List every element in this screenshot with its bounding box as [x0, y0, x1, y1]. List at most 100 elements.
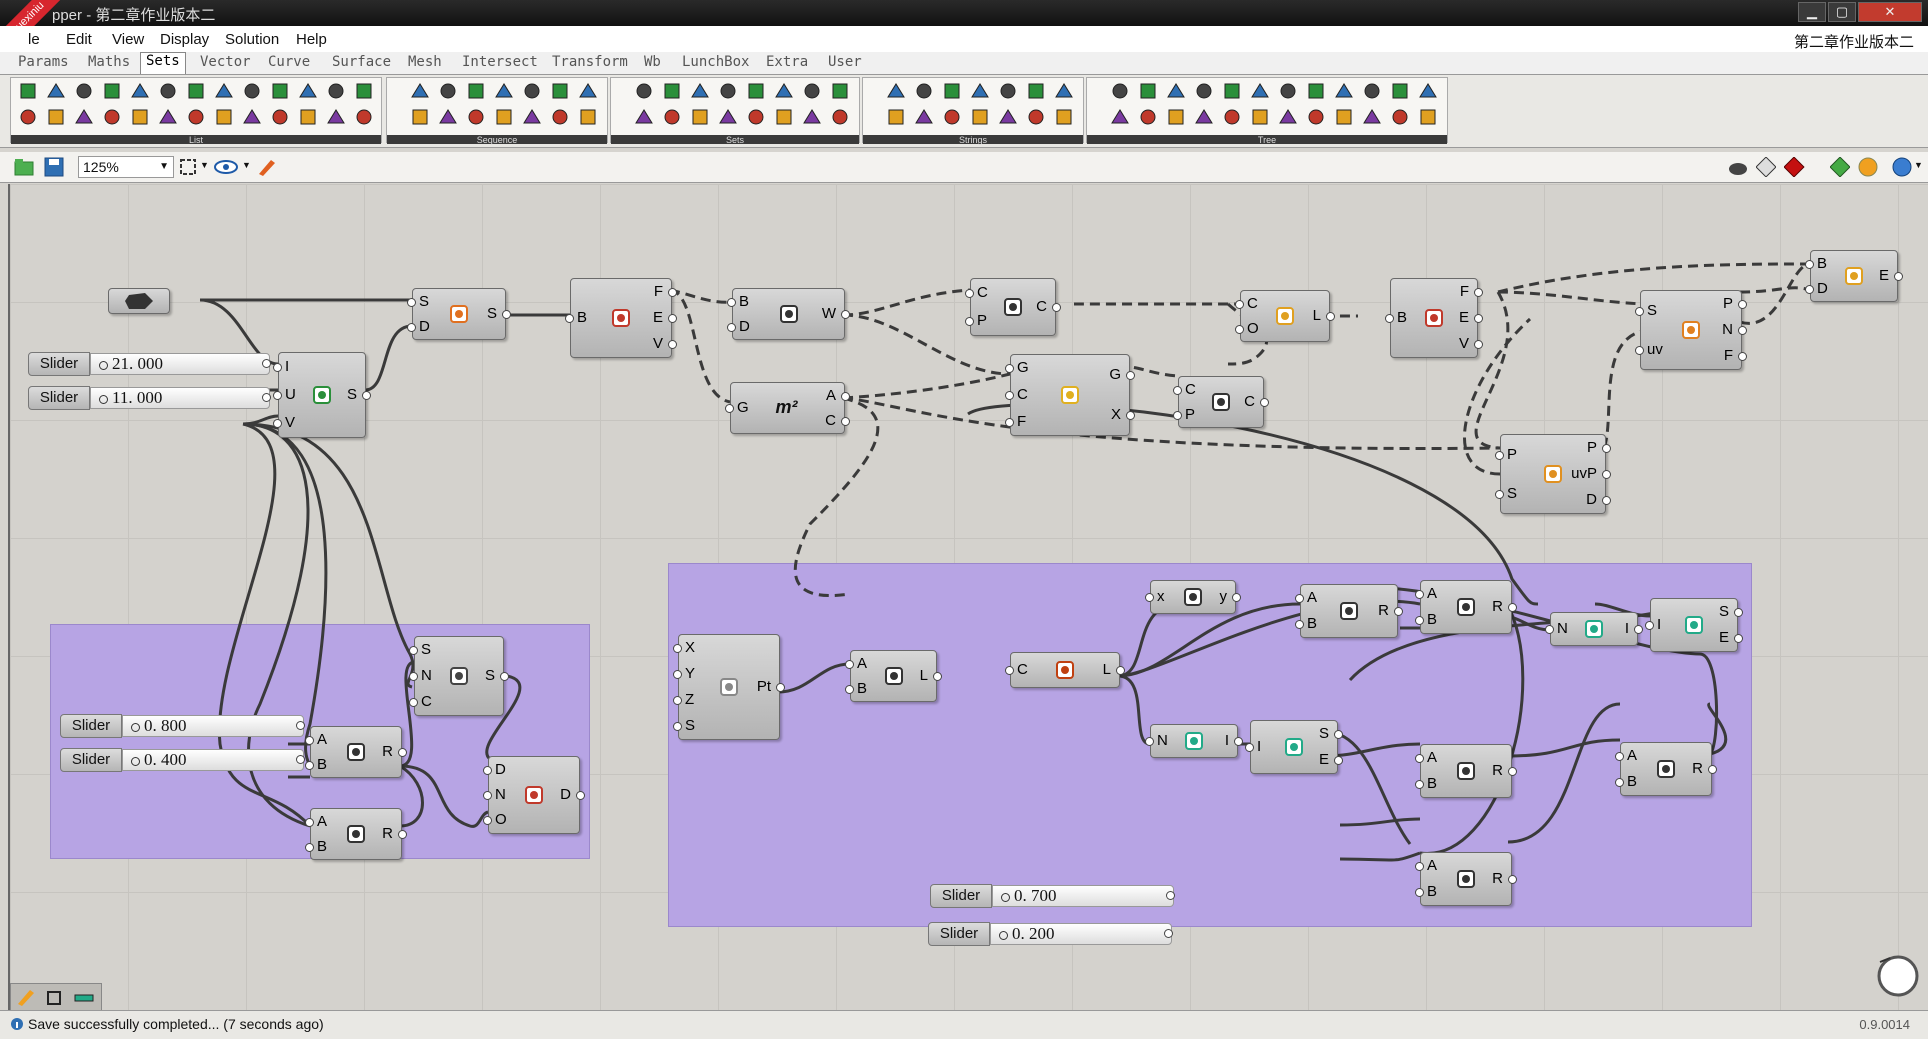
input-grip[interactable] — [1415, 862, 1424, 871]
component-tool-icon[interactable] — [74, 81, 94, 101]
tab-vector[interactable]: Vector — [200, 54, 251, 70]
component-tool-icon[interactable] — [746, 107, 766, 127]
input-port[interactable]: B — [1427, 775, 1438, 792]
input-port[interactable]: C — [977, 284, 988, 301]
input-grip[interactable] — [1415, 888, 1424, 897]
component-tool-icon[interactable] — [662, 81, 682, 101]
input-port[interactable]: B — [317, 755, 328, 773]
navigation-compass-icon[interactable] — [1876, 954, 1920, 998]
input-grip[interactable] — [673, 644, 682, 653]
input-grip[interactable] — [483, 765, 492, 775]
component-tool-icon[interactable] — [1026, 81, 1046, 101]
output-port[interactable]: C — [1036, 298, 1047, 315]
chevron-down-icon[interactable]: ▼ — [1914, 160, 1923, 170]
output-port[interactable]: y — [1219, 588, 1228, 605]
input-port[interactable]: A — [1307, 589, 1318, 606]
input-port[interactable]: O — [1247, 319, 1259, 337]
component-tool-icon[interactable] — [410, 81, 430, 101]
component-tool-icon[interactable] — [970, 81, 990, 101]
output-grip[interactable] — [841, 310, 850, 319]
preview-eye-icon[interactable] — [214, 157, 238, 177]
output-port[interactable]: S — [1318, 725, 1329, 742]
component-tool-icon[interactable] — [46, 81, 66, 101]
input-grip[interactable] — [1173, 410, 1182, 420]
input-port[interactable]: A — [1427, 585, 1438, 602]
slider-knob[interactable] — [999, 930, 1008, 940]
component-tool-icon[interactable] — [774, 107, 794, 127]
output-grip[interactable] — [1474, 288, 1483, 297]
input-port[interactable]: C — [1017, 386, 1028, 403]
component-tool-icon[interactable] — [46, 107, 66, 127]
sphere-view-icon[interactable] — [1892, 157, 1912, 177]
component-tool-icon[interactable] — [1110, 81, 1130, 101]
input-grip[interactable] — [673, 722, 682, 731]
output-port[interactable]: C — [825, 411, 836, 429]
input-port[interactable]: B — [1307, 615, 1318, 632]
component-tool-icon[interactable] — [1194, 81, 1214, 101]
input-port[interactable]: A — [1627, 747, 1638, 764]
input-grip[interactable] — [1385, 314, 1394, 323]
input-grip[interactable] — [845, 684, 854, 694]
input-grip[interactable] — [483, 816, 492, 826]
component-tool-icon[interactable] — [466, 107, 486, 127]
output-port[interactable]: A — [825, 386, 836, 404]
slider-value[interactable]: 0. 400 — [122, 749, 304, 771]
output-grip[interactable] — [1232, 593, 1241, 602]
input-grip[interactable] — [727, 297, 736, 307]
component-tool-icon[interactable] — [522, 107, 542, 127]
component-tool-icon[interactable] — [1194, 107, 1214, 127]
output-port[interactable]: F — [653, 283, 663, 300]
component-tool-icon[interactable] — [1138, 81, 1158, 101]
output-port[interactable]: E — [652, 309, 663, 326]
input-grip[interactable] — [1415, 616, 1424, 625]
component-tool-icon[interactable] — [1026, 107, 1046, 127]
input-grip[interactable] — [273, 419, 282, 428]
output-grip[interactable] — [1602, 444, 1611, 453]
input-port[interactable]: B — [1427, 883, 1438, 900]
output-port[interactable]: W — [821, 305, 836, 322]
component-tool-icon[interactable] — [1418, 81, 1438, 101]
output-port[interactable]: X — [1110, 406, 1121, 423]
input-port[interactable]: S — [1507, 484, 1518, 502]
input-port[interactable]: S — [685, 717, 696, 734]
output-grip[interactable] — [1602, 470, 1611, 479]
component-tool-icon[interactable] — [1418, 107, 1438, 127]
input-port[interactable]: B — [857, 679, 868, 697]
component-tool-icon[interactable] — [466, 81, 486, 101]
input-grip[interactable] — [1615, 778, 1624, 787]
tab-wb[interactable]: Wb — [644, 54, 661, 70]
output-port[interactable]: P — [1586, 439, 1597, 456]
component-tool-icon[interactable] — [298, 81, 318, 101]
sketch-widget-icon[interactable] — [15, 987, 35, 1007]
component-tool-icon[interactable] — [914, 81, 934, 101]
output-grip[interactable] — [1602, 496, 1611, 505]
component-tool-icon[interactable] — [158, 81, 178, 101]
output-port[interactable]: R — [1492, 870, 1503, 887]
input-port[interactable]: B — [1817, 254, 1828, 272]
input-grip[interactable] — [1635, 306, 1644, 316]
component-tool-icon[interactable] — [1222, 81, 1242, 101]
bounds-widget-icon[interactable] — [73, 987, 95, 1007]
component-tool-icon[interactable] — [942, 107, 962, 127]
input-grip[interactable] — [1005, 391, 1014, 400]
input-grip[interactable] — [727, 322, 736, 332]
component-tool-icon[interactable] — [1334, 81, 1354, 101]
component-tool-icon[interactable] — [550, 81, 570, 101]
input-port[interactable]: P — [977, 312, 988, 329]
input-grip[interactable] — [305, 842, 314, 852]
input-port[interactable]: Y — [685, 665, 696, 682]
input-port[interactable]: V — [285, 414, 296, 431]
output-port[interactable]: F — [1723, 347, 1733, 364]
